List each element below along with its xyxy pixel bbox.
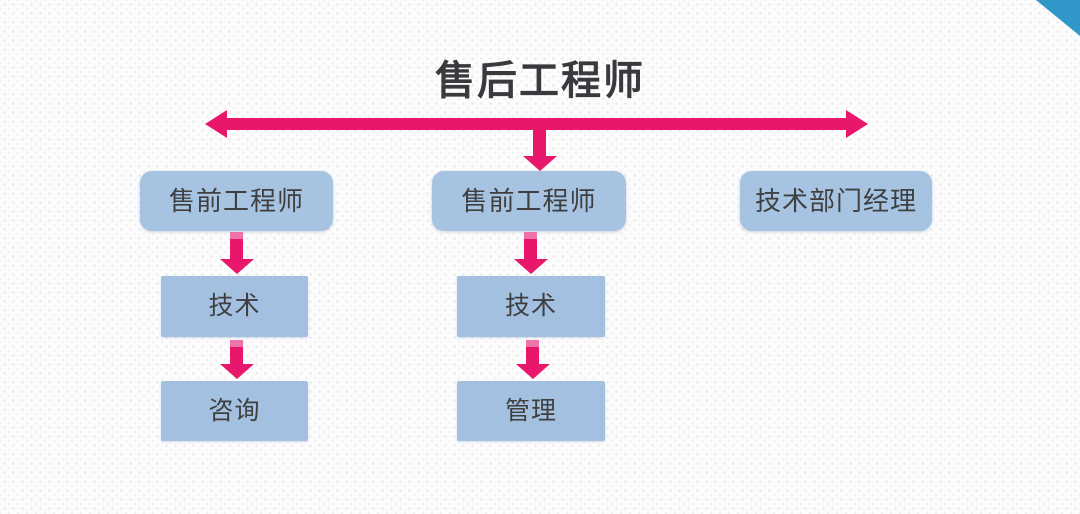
- node-step-middle-1: 技术: [457, 276, 605, 337]
- arrow-shaft: [230, 340, 243, 365]
- arrow-right-head-icon: [846, 110, 868, 138]
- down-arrow-icon-left-2: [220, 340, 254, 379]
- corner-accent-triangle-icon: [1036, 0, 1080, 36]
- node-step-left-1: 技术: [161, 276, 308, 337]
- node-role-left: 售前工程师: [140, 171, 333, 231]
- arrow-down-head-icon: [220, 259, 254, 274]
- down-arrow-icon-left-1: [220, 232, 254, 274]
- diagram-title: 售后工程师: [435, 59, 645, 103]
- node-role-right: 技术部门经理: [740, 171, 932, 231]
- arrow-shaft: [524, 232, 537, 260]
- arrow-shaft: [230, 232, 243, 260]
- arrow-down-head-icon: [514, 259, 548, 274]
- node-step-middle-2: 管理: [457, 381, 605, 441]
- down-arrow-icon-middle-1: [514, 232, 548, 274]
- arrow-shaft: [533, 129, 546, 157]
- arrow-down-head-icon: [516, 364, 550, 379]
- spread-arrow-icon: [205, 110, 868, 138]
- arrow-down-head-icon: [220, 364, 254, 379]
- arrow-shaft: [224, 118, 849, 130]
- node-role-middle: 售前工程师: [432, 171, 626, 231]
- down-arrow-icon-middle-2: [516, 340, 550, 379]
- arrow-left-head-icon: [205, 110, 227, 138]
- node-step-left-2: 咨询: [161, 381, 308, 441]
- arrow-shaft: [526, 340, 539, 365]
- down-arrow-icon-center: [523, 129, 557, 171]
- arrow-down-head-icon: [523, 156, 557, 171]
